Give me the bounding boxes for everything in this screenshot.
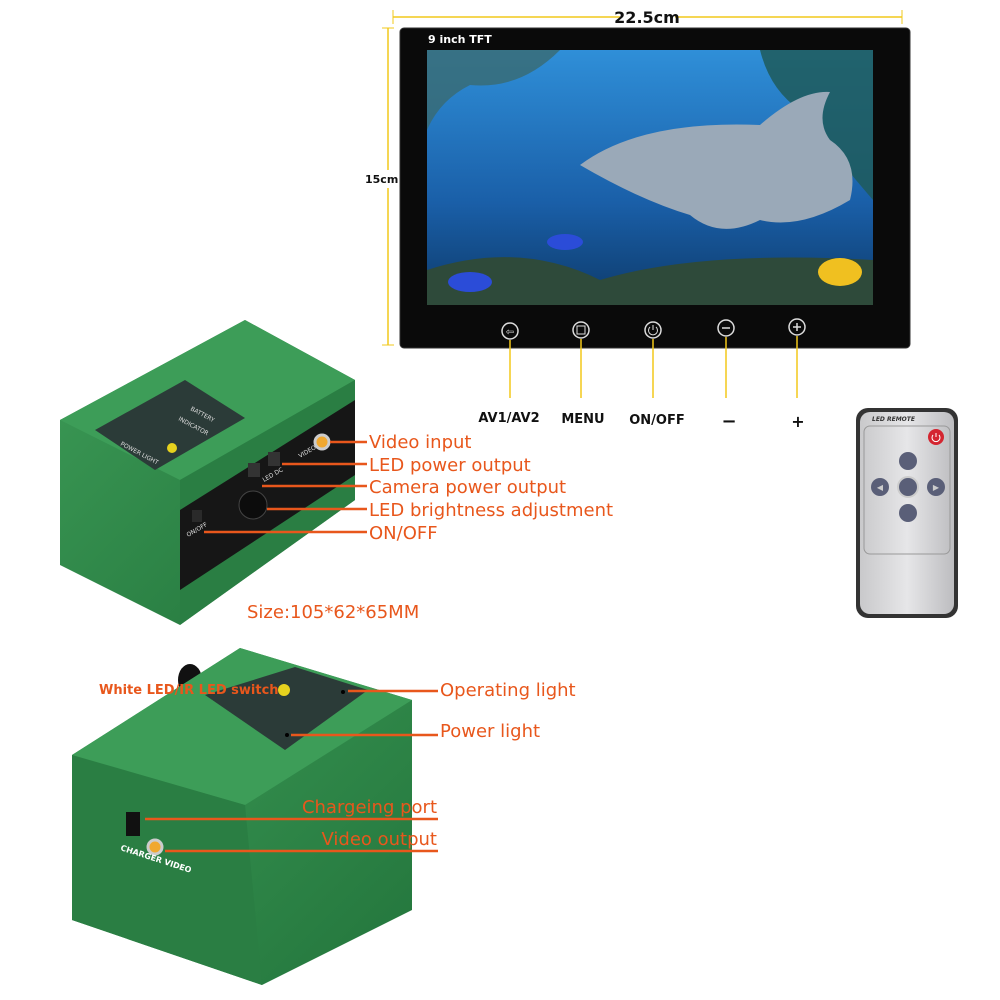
remote-up-button[interactable] bbox=[899, 452, 917, 470]
remote-down-button[interactable] bbox=[899, 504, 917, 522]
camera-power-port[interactable] bbox=[248, 463, 260, 477]
video-output-port[interactable] bbox=[146, 838, 164, 856]
label-charging-port: Chargeing port bbox=[302, 797, 437, 818]
label-on-off: ON/OFF bbox=[369, 523, 438, 544]
dolphin bbox=[580, 91, 853, 229]
remote-label: LED REMOTE bbox=[872, 416, 916, 423]
led-switch-button[interactable] bbox=[278, 684, 290, 696]
label-camera-power-output: Camera power output bbox=[369, 477, 566, 498]
operating-light bbox=[341, 690, 345, 694]
left-arrow-icon: ◀ bbox=[877, 483, 884, 492]
minus-button[interactable] bbox=[717, 319, 735, 337]
label-led-power-output: LED power output bbox=[369, 455, 531, 476]
power-icon bbox=[648, 325, 658, 336]
input-source-icon: ⇦ bbox=[506, 327, 514, 338]
indicator-panel bbox=[95, 380, 245, 470]
led-power-port[interactable] bbox=[268, 452, 280, 466]
plus-icon bbox=[793, 323, 801, 331]
size-label: Size:105*62*65MM bbox=[247, 602, 419, 623]
menu-icon bbox=[576, 325, 586, 335]
monitor-buttons: ⇦ bbox=[501, 318, 806, 340]
remote-control: LED REMOTE ◀ ▶ bbox=[856, 408, 958, 618]
av-button[interactable]: ⇦ bbox=[501, 322, 519, 340]
led-switch-button[interactable] bbox=[167, 443, 177, 453]
label-video-output: Video output bbox=[321, 829, 437, 850]
label-operating-light: Operating light bbox=[440, 680, 576, 701]
button-label-plus: + bbox=[791, 412, 804, 431]
power-icon bbox=[931, 433, 941, 443]
right-arrow-icon: ▶ bbox=[933, 483, 940, 492]
button-label-minus: − bbox=[721, 411, 736, 432]
remote-left-button[interactable] bbox=[871, 478, 889, 496]
control-box-front: BATTERY INDICATOR POWER LIGHT ON/OFF LED… bbox=[60, 320, 613, 625]
height-dimension: 15cm bbox=[365, 173, 398, 186]
brightness-knob[interactable] bbox=[238, 490, 268, 520]
button-label-menu: MENU bbox=[561, 412, 604, 427]
model-label: 9 inch TFT bbox=[428, 33, 492, 46]
menu-button[interactable] bbox=[572, 321, 590, 339]
button-label-av: AV1/AV2 bbox=[478, 411, 539, 426]
on-off-switch[interactable] bbox=[192, 510, 202, 522]
label-power-light: Power light bbox=[440, 721, 540, 742]
label-video-input: Video input bbox=[369, 432, 471, 453]
label-led-switch: White LED/IR LED switch bbox=[99, 683, 279, 698]
monitor: 22.5cm 15cm 9 inch TFT ⇦ AV1/AV2 MENU ON bbox=[362, 6, 911, 432]
video-input-port[interactable] bbox=[313, 433, 331, 451]
charging-port[interactable] bbox=[126, 812, 140, 836]
remote-right-button[interactable] bbox=[927, 478, 945, 496]
plus-button[interactable] bbox=[788, 318, 806, 336]
width-dimension: 22.5cm bbox=[614, 8, 680, 27]
label-led-brightness: LED brightness adjustment bbox=[369, 500, 613, 521]
power-button[interactable] bbox=[644, 321, 662, 339]
remote-menu-button[interactable] bbox=[897, 476, 919, 498]
indicator-panel bbox=[205, 667, 368, 750]
control-box-back: CHARGER VIDEO White LED/IR LED switch Op… bbox=[72, 648, 576, 985]
button-label-onoff: ON/OFF bbox=[629, 413, 685, 428]
port-panel bbox=[180, 400, 355, 590]
power-light bbox=[285, 733, 289, 737]
